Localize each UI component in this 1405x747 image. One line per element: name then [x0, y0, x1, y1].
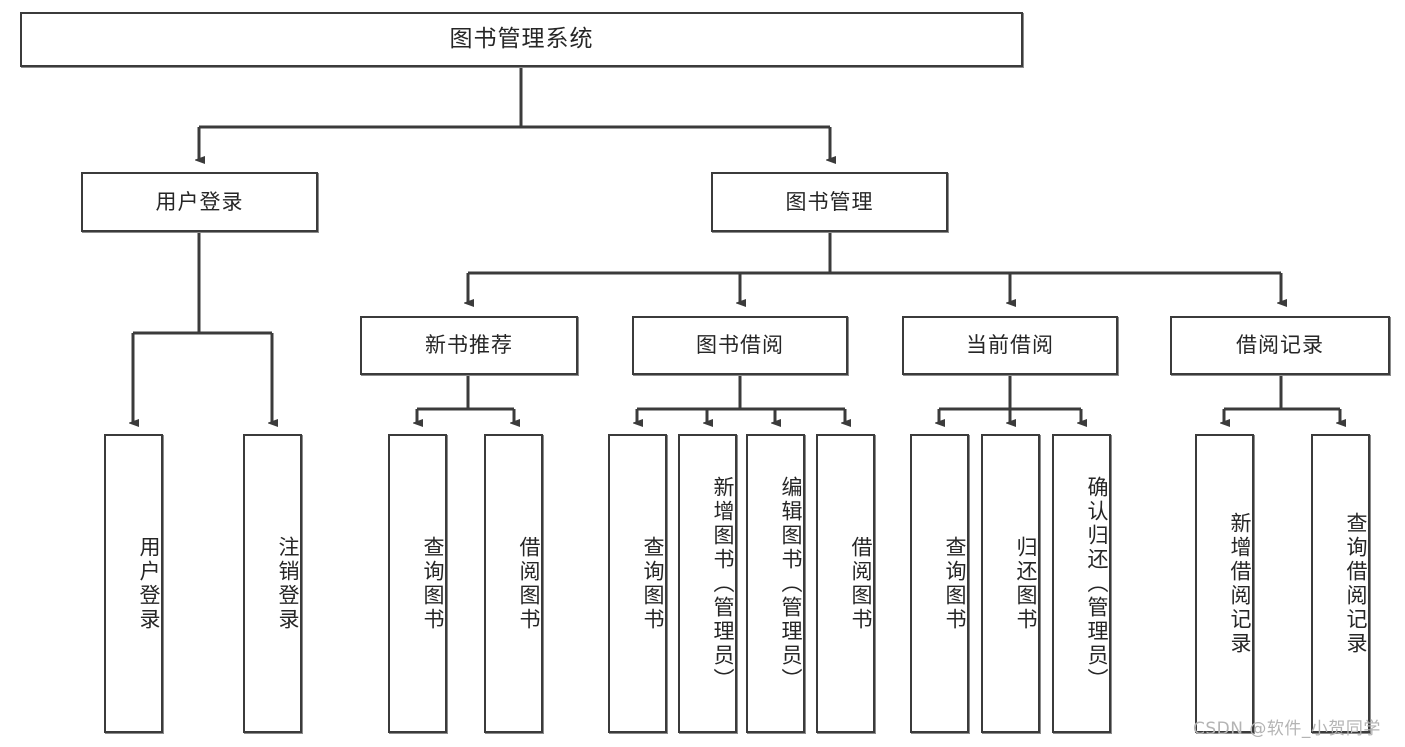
node-borrow-record[interactable]: 借阅记录 — [1170, 316, 1390, 375]
node-leaf-query-book-borrow[interactable]: 查询图书 — [608, 434, 667, 733]
node-leaf-return-book[interactable]: 归还图书 — [981, 434, 1040, 733]
watermark: CSDN @软件_小贺同学 — [1193, 719, 1381, 739]
node-label: 查询借阅记录 — [1344, 511, 1368, 656]
node-leaf-borrow-book[interactable]: 借阅图书 — [816, 434, 875, 733]
node-label: 借阅记录 — [1236, 333, 1324, 358]
node-label: 借阅图书 — [517, 535, 541, 632]
node-leaf-add-borrow-record[interactable]: 新增借阅记录 — [1195, 434, 1254, 733]
node-label: 新增图书（管理员） — [711, 475, 735, 692]
node-leaf-query-borrow-record[interactable]: 查询借阅记录 — [1311, 434, 1370, 733]
node-label: 新增借阅记录 — [1228, 511, 1252, 656]
node-leaf-logout[interactable]: 注销登录 — [243, 434, 302, 733]
node-label: 用户登录 — [137, 535, 161, 632]
node-leaf-query-book-recommend[interactable]: 查询图书 — [388, 434, 447, 733]
node-root-book-management-system[interactable]: 图书管理系统 — [20, 12, 1023, 67]
node-label: 图书借阅 — [696, 333, 784, 358]
node-current-borrow[interactable]: 当前借阅 — [902, 316, 1118, 375]
node-label: 图书管理系统 — [449, 26, 594, 53]
node-leaf-confirm-return-admin[interactable]: 确认归还（管理员） — [1052, 434, 1111, 733]
node-label: 归还图书 — [1014, 535, 1038, 632]
node-leaf-borrow-book-recommend[interactable]: 借阅图书 — [484, 434, 543, 733]
node-label: 注销登录 — [276, 535, 300, 632]
node-label: 确认归还（管理员） — [1085, 475, 1109, 692]
node-label: 借阅图书 — [849, 535, 873, 632]
node-user-login[interactable]: 用户登录 — [81, 172, 318, 232]
node-label: 编辑图书（管理员） — [779, 475, 803, 692]
node-label: 图书管理 — [785, 189, 874, 214]
node-label: 新书推荐 — [425, 333, 513, 358]
node-leaf-edit-book-admin[interactable]: 编辑图书（管理员） — [746, 434, 805, 733]
node-book-borrow[interactable]: 图书借阅 — [632, 316, 848, 375]
node-leaf-query-book-current[interactable]: 查询图书 — [910, 434, 969, 733]
node-new-book-recommend[interactable]: 新书推荐 — [360, 316, 578, 375]
node-leaf-user-login[interactable]: 用户登录 — [104, 434, 163, 733]
node-book-management[interactable]: 图书管理 — [711, 172, 948, 232]
node-leaf-add-book-admin[interactable]: 新增图书（管理员） — [678, 434, 737, 733]
node-label: 查询图书 — [421, 535, 445, 632]
node-label: 查询图书 — [641, 535, 665, 632]
node-label: 查询图书 — [943, 535, 967, 632]
node-label: 用户登录 — [155, 189, 244, 214]
node-label: 当前借阅 — [966, 333, 1054, 358]
